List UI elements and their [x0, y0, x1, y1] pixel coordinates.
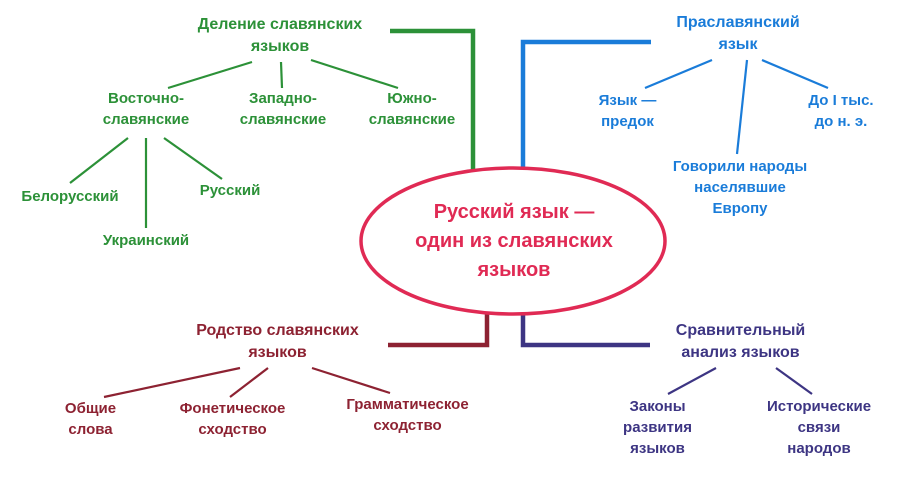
node-historical-ties: Исторические связи народов [766, 398, 872, 457]
line-kinship-grammar [311, 366, 391, 395]
line-east-belarusian [69, 137, 129, 184]
line-division-west [279, 61, 284, 89]
node-grammar-similarity: Грамматическое сходство [346, 396, 469, 434]
node-comparative-title: Сравнительный анализ языков [675, 322, 806, 362]
line-proto-ancestor [644, 58, 713, 90]
node-russian: Русский [199, 182, 261, 199]
node-south-slavic: Южно- славянские [368, 90, 456, 128]
node-ancestor-language: Язык — предок [598, 92, 657, 130]
bracket-proto-center [520, 39, 651, 170]
node-proto-title: Праславянский язык [676, 14, 800, 54]
line-comparative-laws [667, 367, 717, 395]
line-division-east [167, 60, 253, 90]
node-division-title: Деление славянских языков [197, 16, 363, 56]
node-common-words: Общие слова [64, 400, 117, 438]
node-language-laws: Законы развития языков [623, 398, 692, 457]
line-proto-peoples [735, 59, 749, 155]
center-ellipse [359, 166, 667, 316]
line-proto-period [761, 58, 829, 90]
node-period: До I тыс. до н. э. [808, 92, 874, 130]
line-division-south [310, 58, 399, 90]
node-east-slavic: Восточно- славянские [102, 90, 190, 128]
node-phonetic-similarity: Фонетическое сходство [179, 400, 286, 438]
line-kinship-phonetic [229, 367, 269, 398]
bracket-division-center [390, 28, 476, 172]
bracket-comparative-center [520, 311, 650, 348]
node-kinship-title: Родство славянских языков [196, 322, 359, 362]
bracket-kinship-center [388, 311, 490, 348]
line-east-russian [163, 137, 223, 180]
node-belarusian: Белорусский [21, 188, 119, 205]
line-comparative-historical [775, 367, 813, 395]
line-kinship-common [103, 366, 241, 399]
node-peoples-europe: Говорили народы населявшие Европу [672, 158, 808, 217]
node-ukrainian: Украинский [102, 232, 190, 249]
node-west-slavic: Западно- славянские [239, 90, 327, 128]
center-topic: Русский язык — один из славянских языков [415, 201, 613, 281]
